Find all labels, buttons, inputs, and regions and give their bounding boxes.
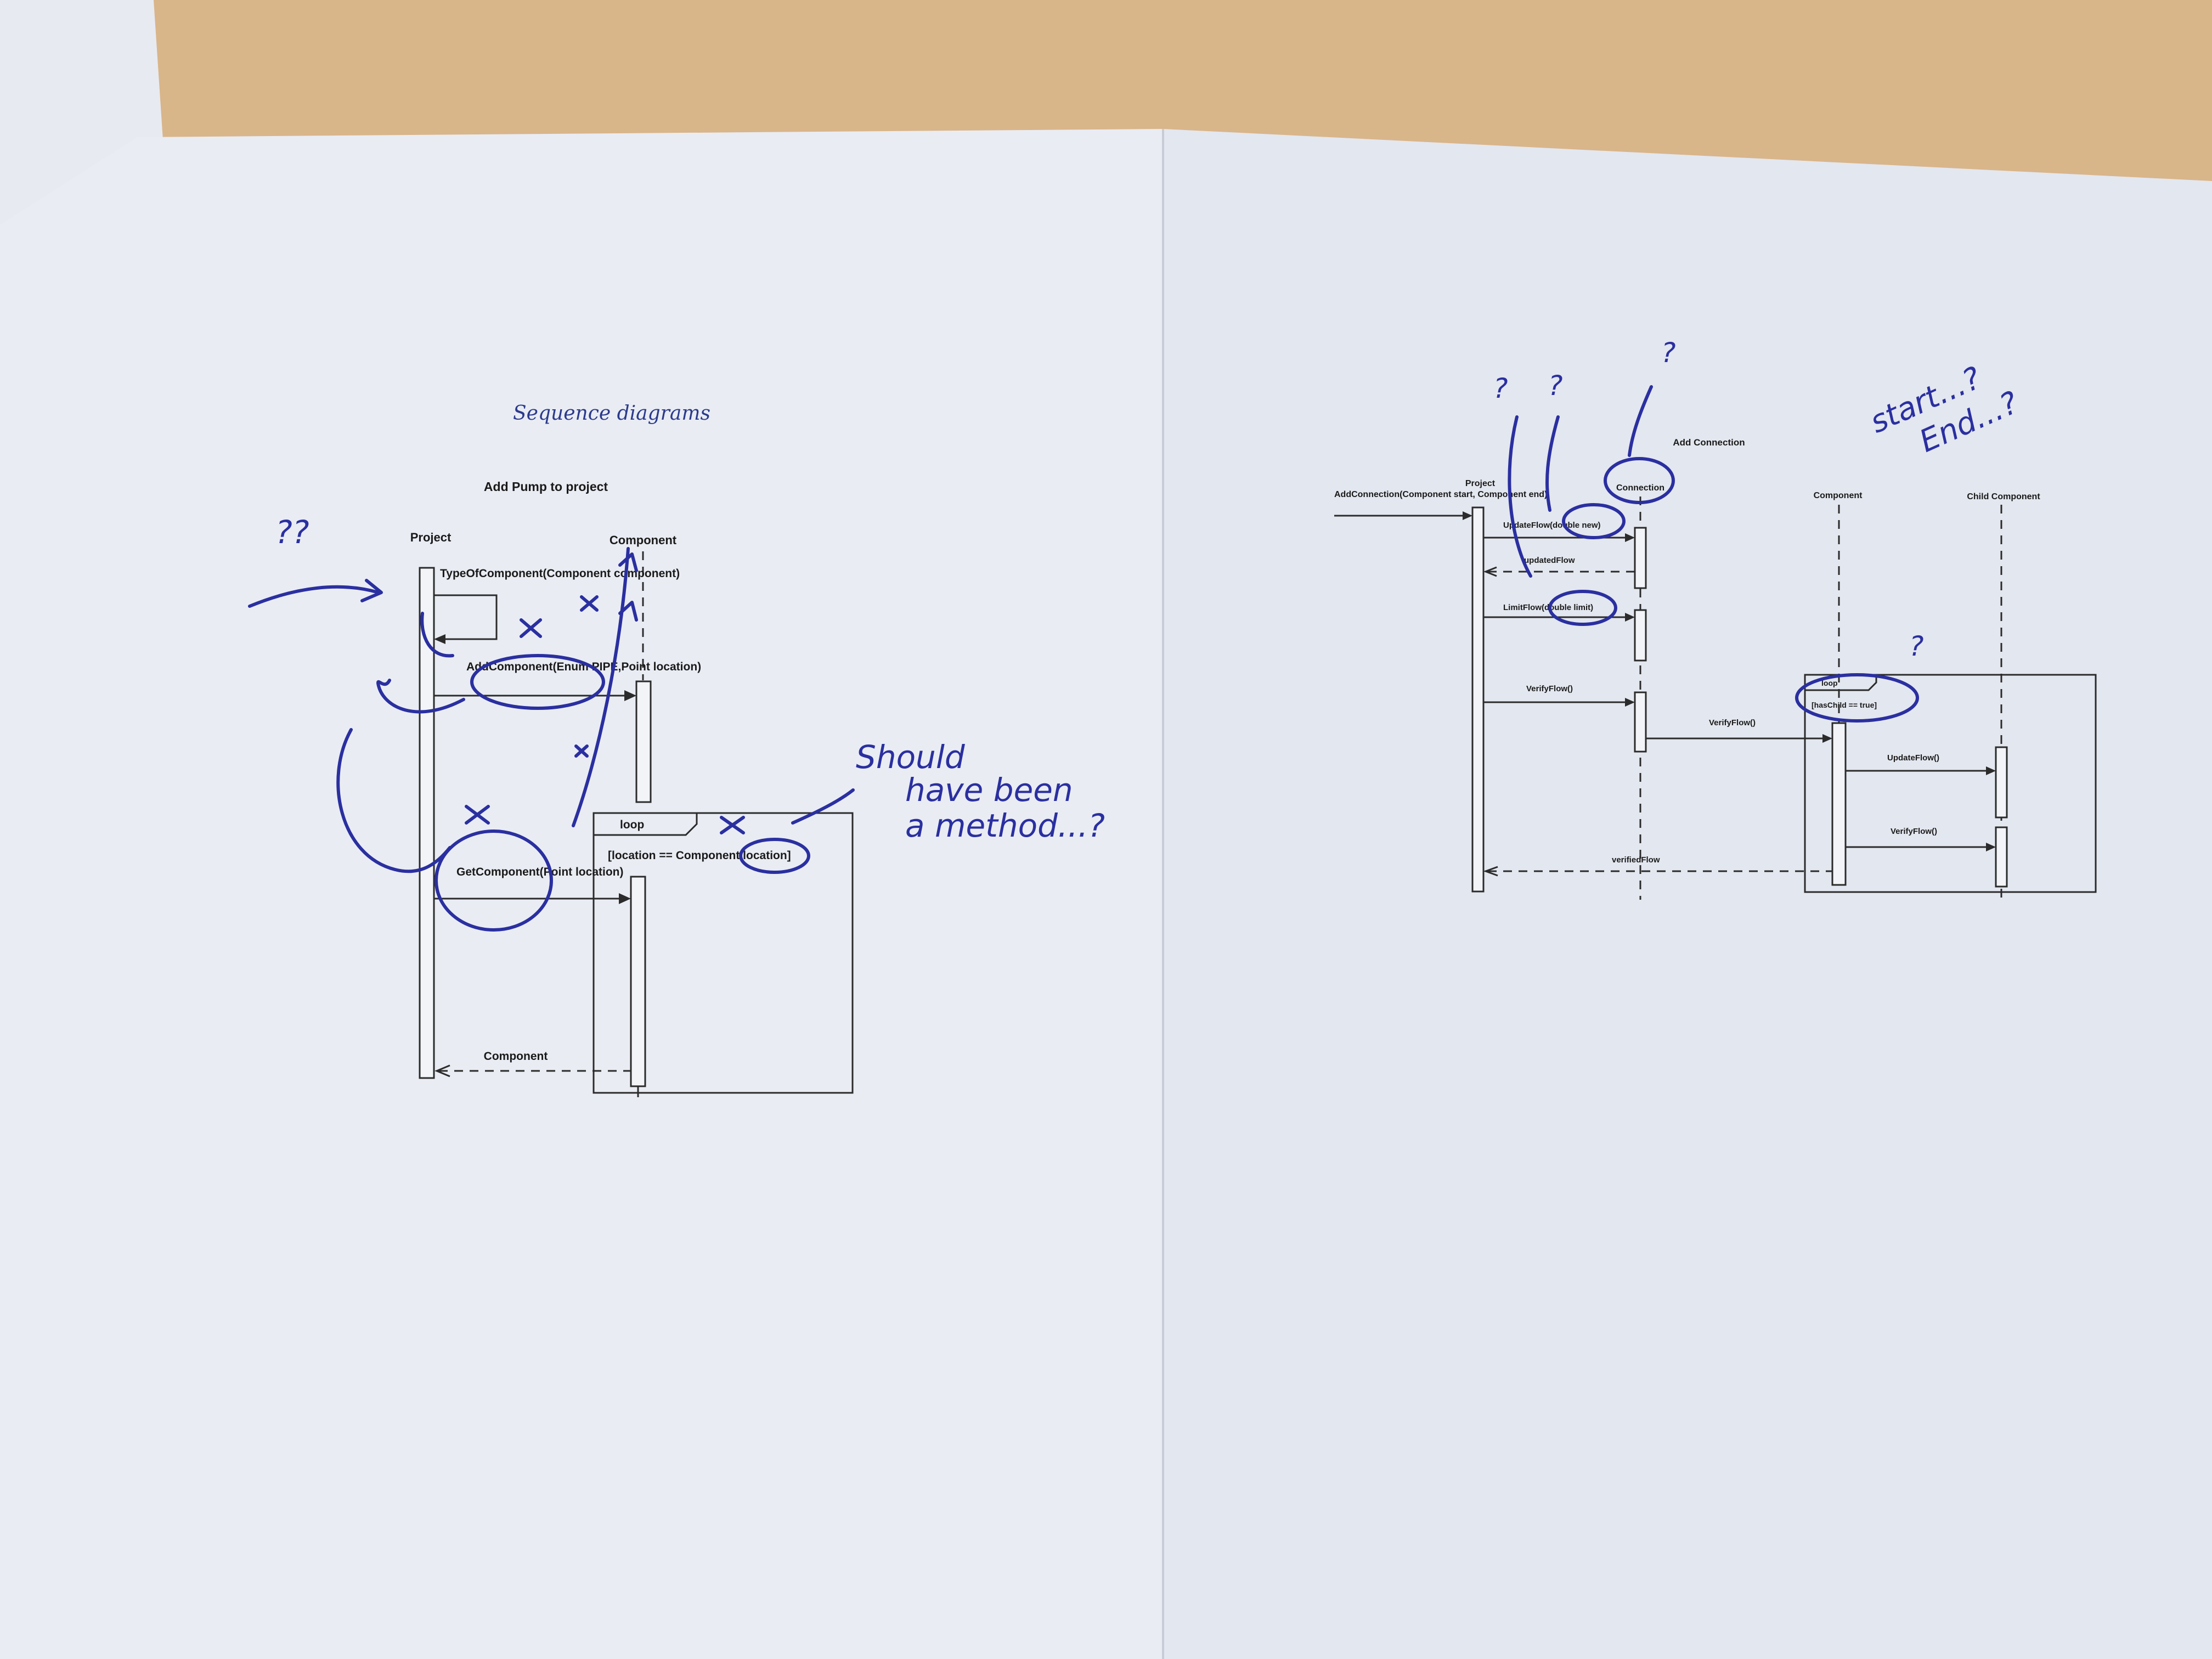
lifeline-connection-label: Connection xyxy=(1616,483,1664,493)
x-mark xyxy=(720,816,745,834)
right-question-2: ? xyxy=(1548,370,1563,402)
connection-activation-2 xyxy=(1634,609,1647,662)
ink-loop-1 xyxy=(376,679,465,714)
note-line-3: a method...? xyxy=(905,807,1105,844)
x-mark xyxy=(520,618,542,638)
component-activation-r xyxy=(1831,722,1847,886)
loop-fragment-r xyxy=(1804,674,2097,893)
x-mark xyxy=(574,744,589,758)
component-activation-2 xyxy=(630,876,646,1087)
project-activation-r xyxy=(1471,506,1485,893)
component-activation-1 xyxy=(635,680,652,803)
loop-fragment-tab xyxy=(592,812,698,836)
pointer-arrow xyxy=(248,585,380,608)
message-component-return: Component xyxy=(484,1050,548,1063)
arrowhead xyxy=(624,690,636,701)
message-update-flow-child: UpdateFlow() xyxy=(1887,753,1939,763)
right-question-3: ? xyxy=(1661,337,1676,369)
lifeline-component-label-r: Component xyxy=(1814,491,1863,500)
left-question-marks: ?? xyxy=(275,514,309,551)
arrowhead xyxy=(1625,533,1635,542)
message-verify-flow-2: VerifyFlow() xyxy=(1709,718,1756,727)
ink-stroke-r1 xyxy=(1508,415,1532,578)
message-verify-flow-1: VerifyFlow() xyxy=(1526,684,1573,693)
lifeline-component-label: Component xyxy=(610,533,677,547)
arrowhead xyxy=(434,634,445,644)
arrowhead xyxy=(1483,566,1497,577)
right-question-4: ? xyxy=(1909,630,1924,662)
arrowhead xyxy=(1986,766,1996,775)
circle-connection xyxy=(1604,457,1675,504)
loop-guard-r: [hasChild == true] xyxy=(1812,701,1877,709)
circle-add-component xyxy=(470,654,605,710)
note-line-1: Should xyxy=(856,738,966,776)
connection-activation-1 xyxy=(1634,527,1647,589)
circle-limit-flow xyxy=(1548,590,1617,626)
arrowhead xyxy=(1483,866,1498,877)
connection-activation-3 xyxy=(1634,691,1647,753)
right-question-1: ? xyxy=(1493,373,1508,404)
loop-fragment xyxy=(592,812,854,1094)
message-verified-flow: verifiedFlow xyxy=(1612,855,1660,865)
arrowhead xyxy=(435,1064,450,1077)
ink-stroke-r2 xyxy=(1545,415,1560,512)
arrowhead xyxy=(1625,698,1635,707)
message-updated-flow: updatedFlow xyxy=(1524,556,1575,565)
message-add-connection: AddConnection(Component start, Component… xyxy=(1334,490,1547,499)
ink-marks xyxy=(618,552,638,622)
right-diagram-title: Add Connection xyxy=(1673,437,1745,448)
note-line-2: have been xyxy=(905,771,1073,809)
arrowhead xyxy=(1463,511,1472,520)
x-mark xyxy=(465,805,490,825)
page-title: Sequence diagrams xyxy=(513,402,710,425)
lifeline-project-label-r: Project xyxy=(1465,479,1496,488)
project-activation xyxy=(419,567,435,1079)
loop-guard: [location == Component.location] xyxy=(608,849,791,862)
message-update-flow: UpdateFlow(double new) xyxy=(1503,521,1601,530)
right-page xyxy=(1163,129,2212,1659)
ink-bracket xyxy=(420,612,454,658)
loop-operator-r: loop xyxy=(1821,679,1838,687)
message-add-component: AddComponent(Enum PIPE,Point location) xyxy=(466,661,701,673)
pointer-arrow-head xyxy=(360,579,383,602)
left-diagram-title: Add Pump to project xyxy=(484,479,608,494)
message-get-component: GetComponent(Point location) xyxy=(456,866,623,878)
arrowhead xyxy=(1822,734,1832,743)
ink-loop-2 xyxy=(336,728,452,873)
child-activation-2 xyxy=(1995,826,2008,888)
x-mark xyxy=(580,595,599,612)
circle-update-flow xyxy=(1562,503,1626,539)
note-leader xyxy=(791,788,855,825)
message-type-of-component: TypeOfComponent(Component component) xyxy=(440,567,680,580)
lifeline-project-label: Project xyxy=(410,531,452,544)
arrowhead xyxy=(1986,843,1996,851)
lifeline-child-component-label: Child Component xyxy=(1967,492,2040,501)
ink-stroke-r3 xyxy=(1628,385,1653,457)
arrowhead xyxy=(619,893,631,904)
circle-get-component xyxy=(435,830,553,932)
self-message-arrow xyxy=(434,594,498,640)
ink-stroke-component xyxy=(572,547,630,827)
circle-guard xyxy=(739,838,810,874)
loop-operator: loop xyxy=(620,819,644,831)
arrowhead xyxy=(1625,613,1635,622)
message-verify-flow-child: VerifyFlow() xyxy=(1891,827,1937,836)
circle-loop-guard xyxy=(1795,673,1919,723)
left-page xyxy=(0,129,1163,1659)
child-activation-1 xyxy=(1995,746,2008,819)
